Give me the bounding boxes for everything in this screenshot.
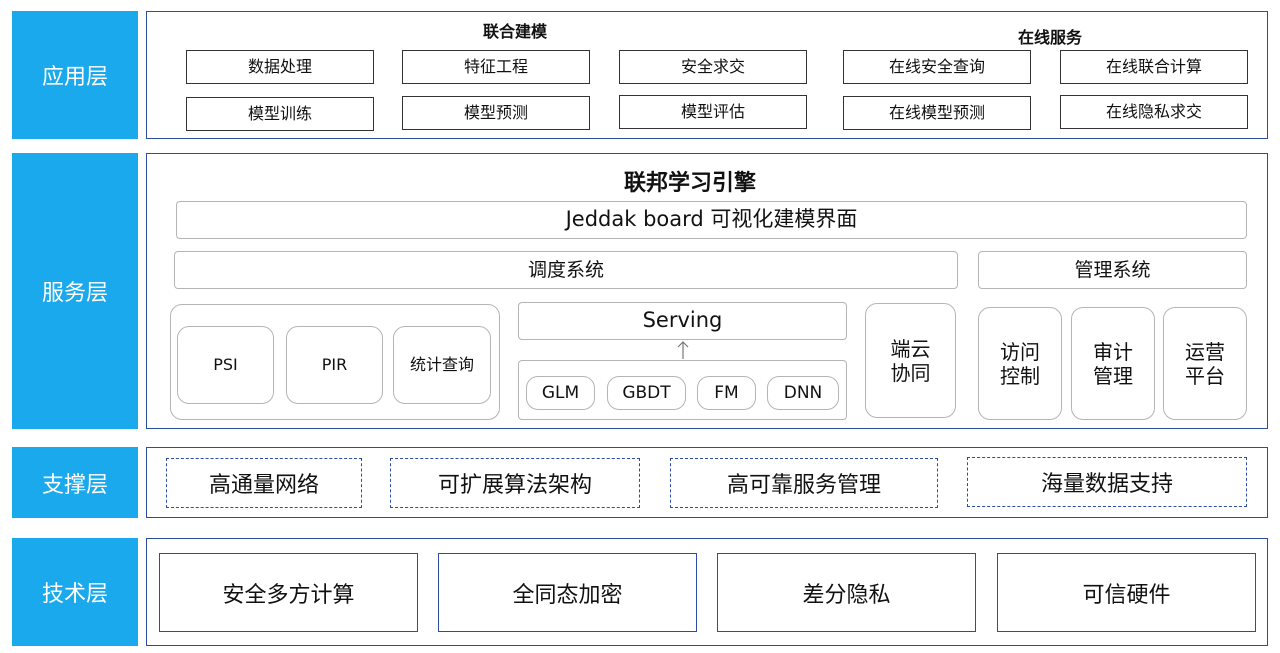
model-dnn: DNN <box>767 376 839 410</box>
edge-cloud-collaboration: 端云协同 <box>865 303 956 418</box>
support-reliable-service-mgmt: 高可靠服务管理 <box>670 458 938 508</box>
app-item-online-model-prediction: 在线模型预测 <box>843 96 1031 130</box>
tech-trusted-hardware: 可信硬件 <box>997 553 1256 632</box>
arrow-up-icon <box>677 341 689 359</box>
joint-modeling-title: 联合建模 <box>482 22 547 41</box>
app-item-model-prediction: 模型预测 <box>402 96 590 130</box>
model-glm: GLM <box>526 376 595 410</box>
algo-pir: PIR <box>286 326 383 404</box>
app-item-model-evaluation: 模型评估 <box>619 95 807 129</box>
app-item-online-secure-query: 在线安全查询 <box>843 50 1031 84</box>
layer-label-tech: 技术层 <box>12 538 138 646</box>
layer-label-tech-text: 技术层 <box>41 582 108 607</box>
layer-label-application: 应用层 <box>12 11 138 139</box>
operations-platform: 运营平台 <box>1163 307 1247 420</box>
support-massive-data: 海量数据支持 <box>967 457 1247 507</box>
layer-label-service: 服务层 <box>12 153 138 429</box>
jeddak-board: Jeddak board 可视化建模界面 <box>176 201 1247 239</box>
algo-statistics-query: 统计查询 <box>393 326 491 404</box>
tech-differential-privacy: 差分隐私 <box>717 553 976 632</box>
management-system: 管理系统 <box>978 251 1247 289</box>
tech-mpc: 安全多方计算 <box>159 553 418 632</box>
tech-homomorphic-encryption: 全同态加密 <box>438 553 697 632</box>
app-item-data-processing: 数据处理 <box>186 50 374 84</box>
algo-psi: PSI <box>177 326 274 404</box>
support-high-throughput-network: 高通量网络 <box>166 458 362 508</box>
model-gbdt: GBDT <box>607 376 686 410</box>
layer-label-support-text: 支撑层 <box>41 472 108 498</box>
layer-label-support: 支撑层 <box>12 447 138 518</box>
access-control: 访问控制 <box>978 307 1062 420</box>
app-item-feature-engineering: 特征工程 <box>402 50 590 84</box>
app-item-psi: 安全求交 <box>619 50 807 84</box>
model-fm: FM <box>697 376 756 410</box>
serving-box: Serving <box>518 302 847 340</box>
support-scalable-algorithm-arch: 可扩展算法架构 <box>390 458 640 508</box>
layer-label-service-text: 服务层 <box>41 281 108 306</box>
online-service-title: 在线服务 <box>1017 28 1082 47</box>
app-item-online-psi: 在线隐私求交 <box>1060 95 1248 129</box>
scheduler-system: 调度系统 <box>174 251 958 289</box>
layer-label-application-text: 应用层 <box>41 65 108 90</box>
audit-management: 审计管理 <box>1071 307 1155 420</box>
service-title: 联邦学习引擎 <box>623 171 756 196</box>
app-item-online-joint-compute: 在线联合计算 <box>1060 50 1248 84</box>
app-item-model-training: 模型训练 <box>186 97 374 131</box>
